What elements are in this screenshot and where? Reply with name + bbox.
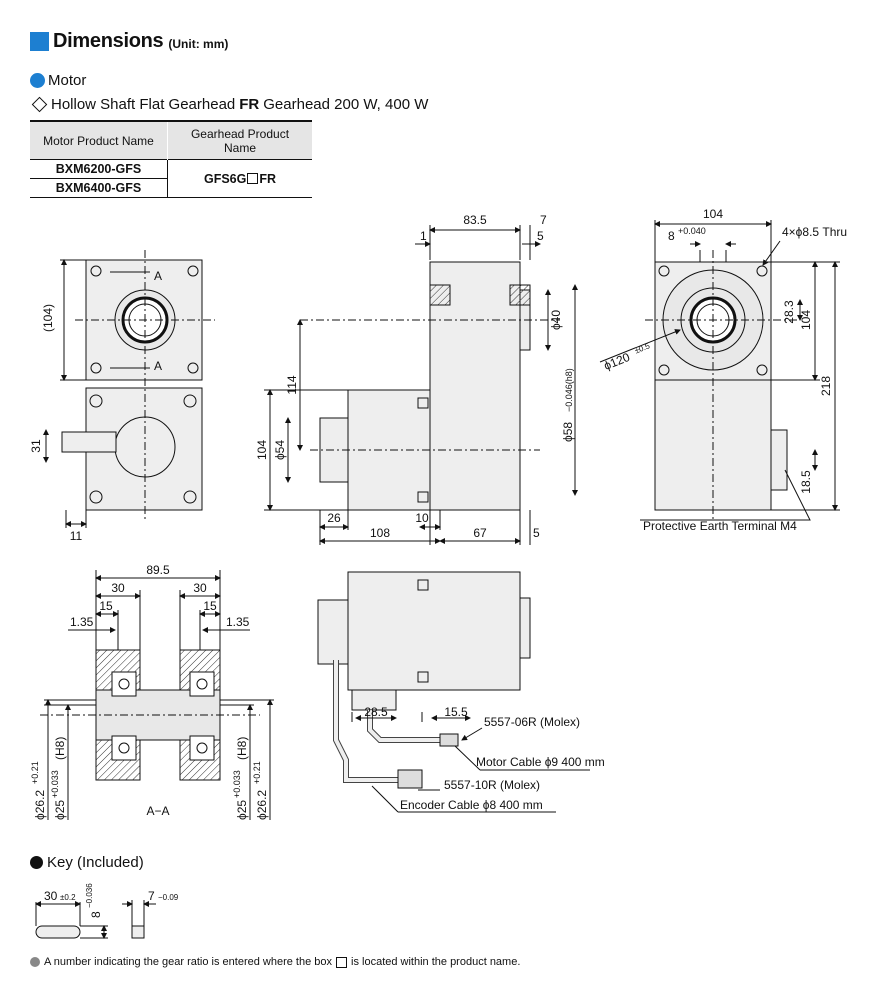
subtitle-post: Gearhead 200 W, 400 W	[263, 96, 429, 113]
dim-phi25-right: ϕ25	[235, 800, 249, 820]
blue-dot-icon	[30, 73, 45, 88]
subtitle-pre: Hollow Shaft Flat Gearhead	[51, 96, 236, 113]
svg-text:+0.033: +0.033	[50, 770, 60, 798]
dim-31: 31	[29, 439, 43, 453]
gearhead-subtitle: Hollow Shaft Flat Gearhead FR Gearhead 2…	[30, 96, 428, 113]
dim-phi25-left: ϕ25	[53, 800, 67, 820]
product-table: Motor Product Name Gearhead Product Name…	[30, 120, 312, 198]
gray-dot-icon	[30, 957, 40, 967]
svg-text:−0.036: −0.036	[85, 883, 94, 908]
dim-phi26-2-right: ϕ26.2	[255, 790, 269, 820]
ratio-box-icon	[336, 956, 348, 968]
table-row: BXM6400-GFS	[30, 178, 168, 198]
svg-text:+0.21: +0.21	[252, 761, 262, 784]
dim-67: 67	[473, 526, 487, 540]
dim-phi58-tol: −0.046(h8)	[564, 368, 574, 412]
dim-phi120: ϕ120	[602, 350, 632, 373]
dim-11: 11	[70, 529, 83, 543]
dim-4x-holes: 4×ϕ8.5 Thru	[782, 225, 847, 239]
pe-terminal-label: Protective Earth Terminal M4	[643, 519, 797, 533]
cable-view	[317, 571, 590, 813]
unit-label: (Unit: mm)	[168, 37, 229, 51]
section-aa-view	[40, 570, 274, 820]
dim-phi54: ϕ54	[273, 440, 287, 460]
dim-5-top: 5	[537, 229, 544, 243]
rear-view	[599, 220, 840, 521]
dim-89-5: 89.5	[146, 563, 170, 577]
dim-8: 8	[668, 229, 675, 243]
dim-104-top: 104	[703, 207, 723, 221]
key-dim-30: 30	[44, 889, 58, 903]
motor-heading: Motor	[30, 72, 86, 89]
header-square-icon	[30, 32, 49, 51]
dim-104-paren: (104)	[41, 304, 55, 332]
dim-phi40: ϕ40	[549, 310, 563, 330]
section-mark-a-bottom: A	[154, 359, 162, 373]
encoder-cable-label: Encoder Cable ϕ8 400 mm	[400, 798, 543, 812]
key-dim-7: 7	[148, 889, 155, 903]
dim-28-3: 28.3	[782, 300, 796, 324]
svg-text:(H8): (H8)	[53, 737, 67, 760]
dim-15a: 15	[99, 599, 113, 613]
front-view	[43, 250, 215, 528]
molex-10r-label: 5557-10R (Molex)	[444, 778, 540, 792]
dim-26: 26	[327, 511, 341, 525]
key-dim-8: 8	[89, 911, 103, 918]
dim-15-5: 15.5	[444, 705, 468, 719]
dim-15b: 15	[203, 599, 217, 613]
svg-text:+0.033: +0.033	[232, 770, 242, 798]
dim-114: 114	[285, 375, 299, 394]
dim-108: 108	[370, 526, 390, 540]
svg-text:(H8): (H8)	[235, 737, 249, 760]
col-gearhead-header: Gearhead Product Name	[167, 121, 312, 160]
dim-10: 10	[415, 511, 429, 525]
motor-label: Motor	[48, 72, 87, 89]
section-aa-label: A−A	[146, 804, 169, 818]
subtitle-bold: FR	[239, 96, 260, 113]
ratio-box-icon	[247, 172, 259, 184]
col-motor-header: Motor Product Name	[30, 121, 168, 160]
key-drawing	[35, 900, 156, 939]
dim-7: 7	[540, 213, 547, 227]
dim-104-right: 104	[799, 310, 813, 330]
dim-5-bottom: 5	[533, 526, 540, 540]
black-dot-icon	[30, 856, 43, 869]
dim-1-35b: 1.35	[226, 615, 250, 629]
section-mark-a-top: A	[154, 269, 162, 283]
dim-104-side: 104	[255, 440, 269, 460]
molex-06r-label: 5557-06R (Molex)	[484, 715, 580, 729]
motor-cable-label: Motor Cable ϕ9 400 mm	[476, 755, 605, 769]
dim-1: 1	[420, 229, 427, 243]
key-heading: Key (Included)	[30, 854, 144, 871]
dim-218: 218	[819, 376, 833, 396]
page-title: Dimensions	[53, 30, 164, 52]
footnote: A number indicating the gear ratio is en…	[30, 956, 520, 968]
dim-28-5: 28.5	[364, 705, 388, 719]
svg-text:+0.21: +0.21	[30, 761, 40, 784]
dim-phi58: ϕ58	[561, 422, 575, 442]
dim-83-5: 83.5	[463, 213, 487, 227]
section-header: Dimensions (Unit: mm)	[30, 30, 228, 53]
key-dim-30-tol: ±0.2	[60, 893, 76, 902]
dim-phi120-tol: ±0.5	[633, 341, 651, 355]
dim-phi26-2-left: ϕ26.2	[33, 790, 47, 820]
table-row: BXM6200-GFS	[30, 159, 168, 179]
dim-30a: 30	[111, 581, 125, 595]
side-view	[264, 225, 578, 545]
dim-8-tol: +0.040	[678, 226, 706, 236]
dim-1-35a: 1.35	[70, 615, 94, 629]
key-dim-7-tol: −0.09	[158, 893, 179, 902]
key-label: Key (Included)	[47, 854, 144, 871]
dim-18-5: 18.5	[799, 470, 813, 494]
dim-30b: 30	[193, 581, 207, 595]
